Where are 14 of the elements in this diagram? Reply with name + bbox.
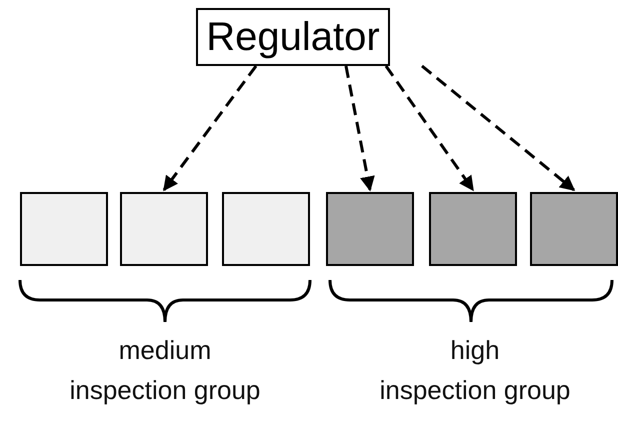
dashed-arrow [344,66,375,192]
group-label: high inspection group [378,334,572,407]
square-box [326,192,414,266]
node-label: Regulator [206,14,380,60]
square-box [120,192,208,266]
square-box [20,192,108,266]
dashed-arrow [162,65,258,192]
dashed-arrow [384,65,474,192]
square-box [429,192,517,266]
process-box [196,8,390,66]
square-box [530,192,618,266]
square-box [222,192,310,266]
group-label: medium inspection group [68,334,262,407]
dashed-arrow [421,64,576,192]
